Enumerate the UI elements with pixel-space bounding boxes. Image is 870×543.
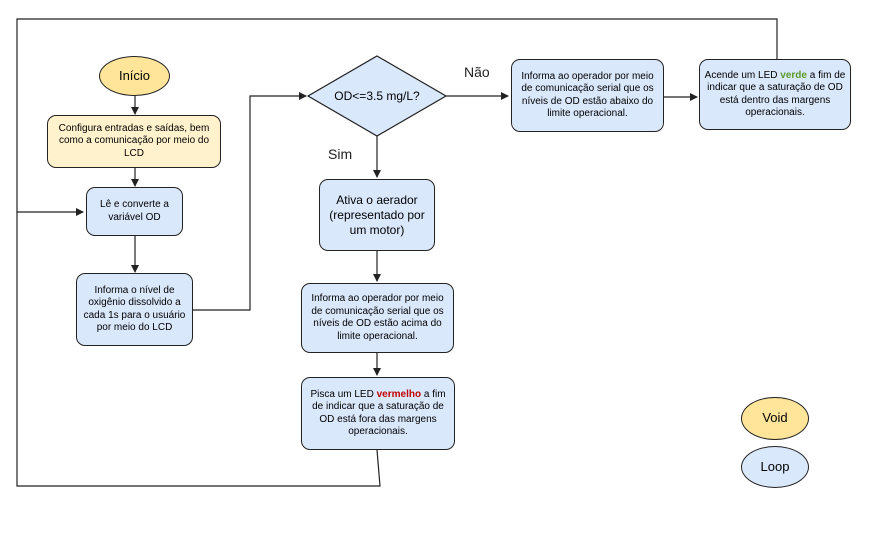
legend-void: Void [741, 397, 809, 440]
start-terminal: Início [99, 56, 170, 96]
light-green-led-node: Acende um LED verde a fim de indicar que… [699, 59, 851, 130]
read-convert-label: Lê e converte a variável OD [100, 199, 169, 223]
activate-aerator-label: Ativa o aerador (representado por um mot… [329, 192, 425, 237]
read-convert-node: Lê e converte a variável OD [86, 187, 183, 236]
green-word: verde [780, 69, 807, 81]
inform-below-label: Informa ao operador por meio de comunica… [521, 70, 654, 120]
inform-lcd-node: Informa o nível de oxigênio dissolvido a… [76, 273, 193, 346]
edge-label-nao: Não [464, 64, 490, 80]
decision-label: OD<=3.5 mg/L? [334, 88, 420, 103]
edge-informa-decision [193, 92, 307, 311]
legend-loop: Loop [741, 446, 809, 488]
light-green-led-label: Acende um LED verde a fim de indicar que… [704, 69, 846, 119]
legend-void-label: Void [762, 410, 788, 426]
edge-label-sim: Sim [328, 146, 353, 162]
inform-above-label: Informa ao operador por meio de comunica… [311, 293, 444, 342]
activate-aerator-node: Ativa o aerador (representado por um mot… [319, 179, 435, 251]
inform-lcd-label: Informa o nível de oxigênio dissolvido a… [83, 284, 186, 334]
red-word: vermelho [376, 388, 422, 400]
inform-above-node: Informa ao operador por meio de comunica… [301, 283, 454, 353]
edge-loop-pisca [16, 208, 381, 487]
decision-diamond [306, 55, 448, 137]
blink-red-led-label: Pisca um LED vermelho a fim de indicar q… [310, 388, 446, 438]
blink-red-led-node: Pisca um LED vermelho a fim de indicar q… [301, 377, 455, 450]
start-label: Início [118, 67, 151, 83]
decision-node: OD<=3.5 mg/L? [328, 76, 426, 116]
inform-below-node: Informa ao operador por meio de comunica… [511, 59, 664, 132]
configure-node: Configura entradas e saídas, bem como a … [47, 115, 221, 168]
legend-loop-label: Loop [760, 458, 790, 474]
configure-label: Configura entradas e saídas, bem como a … [58, 122, 210, 159]
edge-loop-acende [16, 18, 778, 212]
